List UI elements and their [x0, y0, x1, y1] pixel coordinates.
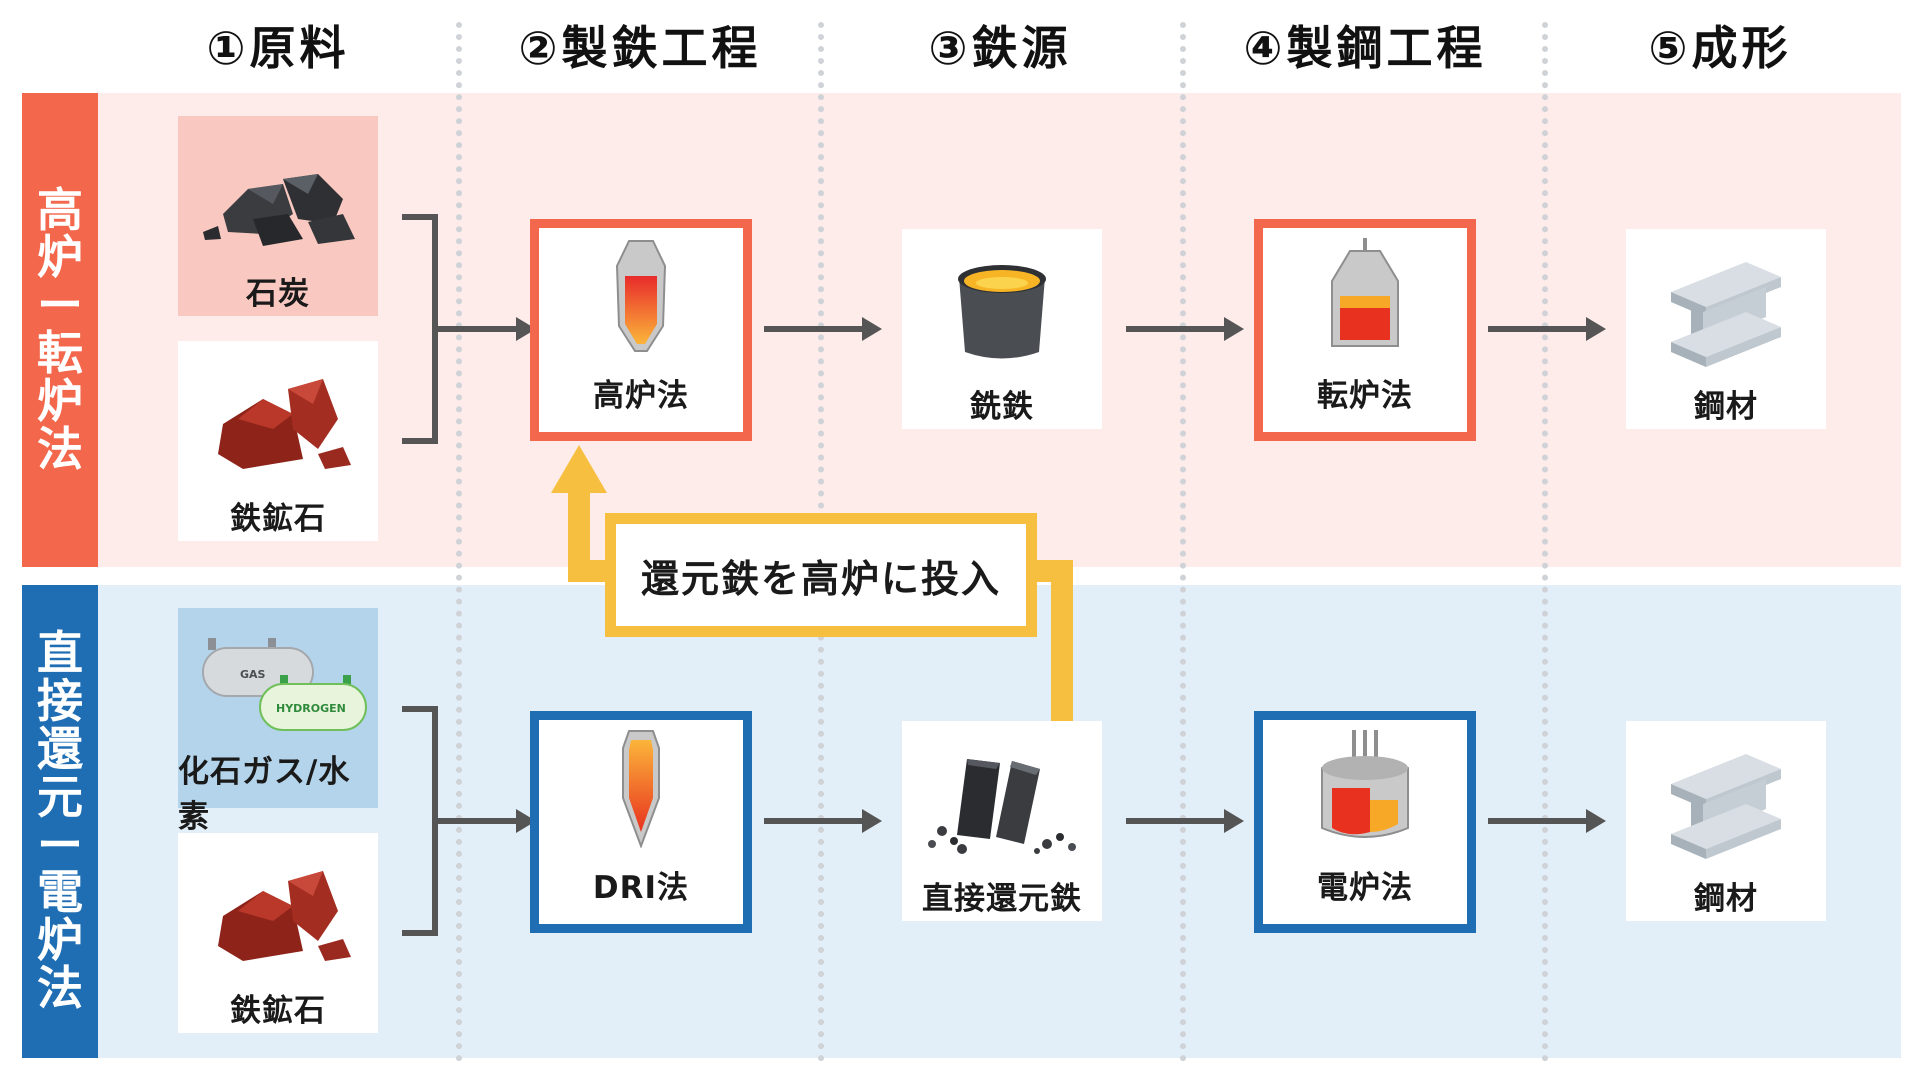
converter-card: 転炉法: [1254, 219, 1476, 441]
feedback-label-box: 還元鉄を高炉に投入: [605, 513, 1037, 637]
stage-title-forming: ⑤成形: [1648, 21, 1792, 75]
iron-ore-icon: [193, 851, 363, 971]
iron-ore-icon: [193, 359, 363, 479]
feedback-line-vertical-right: [1051, 560, 1073, 724]
arrow-blast-furnace-to-pig-iron: [764, 317, 882, 341]
feedback-line-join-right: [1030, 560, 1073, 582]
feedback-line-join-left: [568, 560, 612, 582]
merge-bracket-bottom: [402, 706, 438, 936]
coal-label: 石炭: [246, 276, 310, 312]
feedback-arrowhead: [551, 445, 607, 493]
pig-iron-card: 銑鉄: [902, 229, 1102, 429]
arrow-dri-iron-to-eaf: [1126, 809, 1244, 833]
hydrogen-tank-text: HYDROGEN: [276, 702, 346, 715]
steel-product-label-top: 鋼材: [1694, 389, 1758, 425]
arrow-converter-to-steel-top: [1488, 317, 1606, 341]
dri-process-label: DRI法: [592, 870, 690, 906]
iron-ore-label-top: 鉄鉱石: [230, 501, 326, 537]
gas-tank-icon: GAS HYDROGEN: [188, 630, 368, 740]
iron-ore-card-top: 鉄鉱石: [178, 341, 378, 541]
arrow-eaf-to-steel-bottom: [1488, 809, 1606, 833]
steel-beam-icon: [1661, 739, 1791, 859]
dri-process-card: DRI法: [530, 711, 752, 933]
electric-furnace-card: 電炉法: [1254, 711, 1476, 933]
stage-divider: [1542, 22, 1548, 1062]
coal-icon: [193, 134, 363, 254]
gas-hydrogen-card: GAS HYDROGEN 化石ガス/水素: [178, 608, 378, 835]
iron-ore-label-bottom: 鉄鉱石: [230, 993, 326, 1029]
merge-bracket-top: [402, 214, 438, 444]
converter-icon: [1320, 236, 1410, 356]
steel-beam-icon: [1661, 247, 1791, 367]
blast-furnace-label: 高炉法: [593, 378, 689, 414]
coal-card: 石炭: [178, 116, 378, 316]
arrow-raw-to-blast-furnace: [438, 317, 536, 341]
stage-title-iron-source: ③鉄源: [928, 21, 1072, 75]
stage-title-steelmaking: ④製鋼工程: [1243, 21, 1487, 75]
converter-label: 転炉法: [1317, 378, 1413, 414]
stage-title-raw-materials: ①原料: [206, 21, 350, 75]
pig-iron-icon: [947, 247, 1057, 367]
electric-furnace-icon: [1310, 728, 1420, 848]
steel-product-label-bottom: 鋼材: [1694, 881, 1758, 917]
pig-iron-label: 銑鉄: [970, 389, 1034, 425]
electric-furnace-label: 電炉法: [1317, 870, 1413, 906]
gas-tank-text: GAS: [240, 668, 266, 681]
direct-reduced-iron-card: 直接還元鉄: [902, 721, 1102, 921]
stage-divider: [1180, 22, 1186, 1062]
steel-product-card-top: 鋼材: [1626, 229, 1826, 429]
feedback-label: 還元鉄を高炉に投入: [640, 556, 1001, 601]
blast-furnace-icon: [601, 236, 681, 356]
top-route-label: 高炉ー転炉法: [22, 93, 98, 567]
iron-ore-card-bottom: 鉄鉱石: [178, 833, 378, 1033]
feedback-line-vertical-left: [568, 490, 590, 570]
stage-title-ironmaking: ②製鉄工程: [518, 21, 762, 75]
gas-hydrogen-label: 化石ガス/水素: [178, 754, 351, 835]
steel-product-card-bottom: 鋼材: [1626, 721, 1826, 921]
direct-reduced-iron-label: 直接還元鉄: [922, 881, 1082, 917]
stage-divider: [456, 22, 462, 1062]
arrow-dri-to-direct-reduced-iron: [764, 809, 882, 833]
bottom-route-label: 直接還元ー電炉法: [22, 585, 98, 1058]
briquette-icon: [912, 739, 1092, 859]
blast-furnace-card: 高炉法: [530, 219, 752, 441]
arrow-raw-to-dri: [438, 809, 536, 833]
dri-shaft-icon: [611, 728, 671, 848]
arrow-pig-iron-to-converter: [1126, 317, 1244, 341]
